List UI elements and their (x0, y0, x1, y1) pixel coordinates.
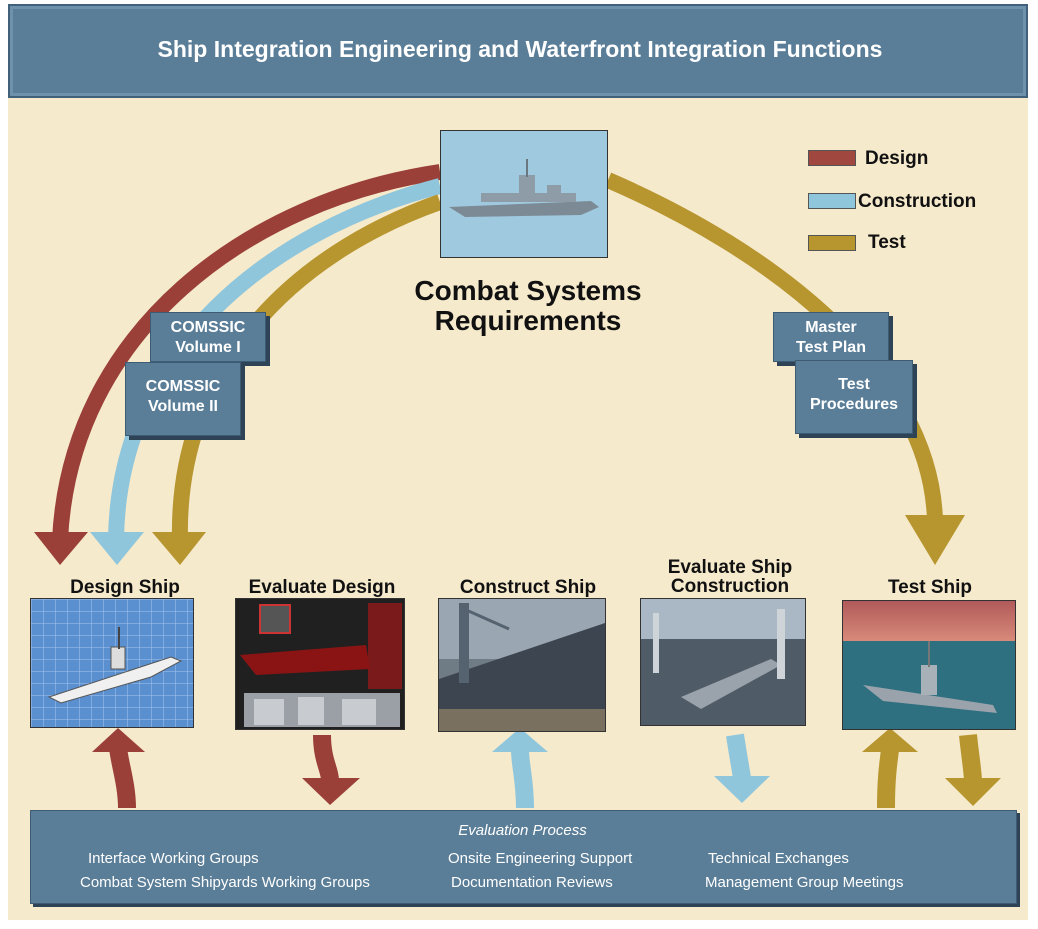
construct-ship-image (438, 598, 606, 732)
design-arrowhead (34, 532, 88, 565)
evaluate-construction-line1: Evaluate Ship (667, 557, 793, 578)
top-ship-image (440, 130, 608, 258)
eval-item-management-group-meetings: Management Group Meetings (705, 874, 904, 891)
evaluate-design-image (235, 598, 405, 730)
master-test-plan-box: Master Test Plan (773, 312, 889, 362)
center-title-line2: Requirements (434, 305, 622, 336)
master-line2: Test Plan (796, 339, 866, 356)
design-arc (52, 164, 442, 541)
construct-feedback-arrow (511, 749, 534, 809)
design-feedback-arrow (109, 746, 136, 809)
legend-label-design: Design (865, 148, 929, 169)
legend-label-construction: Construction (858, 191, 977, 212)
legend-swatch-design (808, 150, 856, 166)
center-title-line1: Combat Systems (414, 275, 642, 306)
eval-item-combat-system-shipyards: Combat System Shipyards Working Groups (80, 874, 370, 891)
stage-label-evaluate-construction: Evaluate Ship Construction (640, 558, 820, 596)
test-ship-image (842, 600, 1016, 730)
comssic2-line1: COMSSIC (145, 378, 221, 395)
eval-item-onsite-engineering: Onsite Engineering Support (448, 850, 633, 867)
legend-label-test: Test (868, 232, 906, 253)
eval-item-documentation-reviews: Documentation Reviews (451, 874, 613, 891)
legend-swatch-test (808, 235, 856, 251)
stage-label-test-ship: Test Ship (887, 577, 973, 598)
comssic-volume-1-box: COMSSIC Volume I (150, 312, 266, 362)
title-banner: Ship Integration Engineering and Waterfr… (8, 4, 1028, 98)
evaluate-construction-line2: Construction (670, 576, 790, 597)
procedures-line2: Procedures (809, 396, 899, 413)
evaluate-construction-image (640, 598, 806, 726)
stage-label-construct-ship: Construct Ship (459, 577, 597, 598)
test-procedures-box: Test Procedures (795, 360, 913, 434)
test-out-arrow (959, 734, 982, 781)
test-arrowhead-left (152, 532, 206, 565)
comssic-volume-2-box: COMSSIC Volume II (125, 362, 241, 436)
eval-item-technical-exchanges: Technical Exchanges (708, 850, 849, 867)
design-ship-image (30, 598, 194, 728)
stage-label-design-ship: Design Ship (70, 577, 180, 598)
test-feedback-arrow (877, 748, 899, 809)
comssic1-line1: COMSSIC (170, 319, 246, 336)
center-title: Combat Systems Requirements (400, 276, 656, 336)
comssic1-line2: Volume I (175, 339, 241, 356)
legend-swatch-construction (808, 193, 856, 209)
page-title: Ship Integration Engineering and Waterfr… (157, 36, 883, 62)
master-line1: Master (805, 319, 857, 336)
evaluate-design-arrow (313, 734, 339, 781)
evaluation-process-title: Evaluation Process (458, 822, 587, 839)
test-arrowhead-right (905, 515, 965, 565)
evaluate-construction-arrow (726, 733, 751, 780)
construction-arrowhead (90, 532, 144, 565)
procedures-line1: Test (838, 376, 870, 393)
comssic2-line2: Volume II (148, 398, 218, 415)
eval-item-interface-working-groups: Interface Working Groups (88, 850, 259, 867)
construction-arc (108, 178, 443, 541)
evaluation-process-box (30, 810, 1017, 904)
stage-label-evaluate-design: Evaluate Design (248, 577, 396, 598)
